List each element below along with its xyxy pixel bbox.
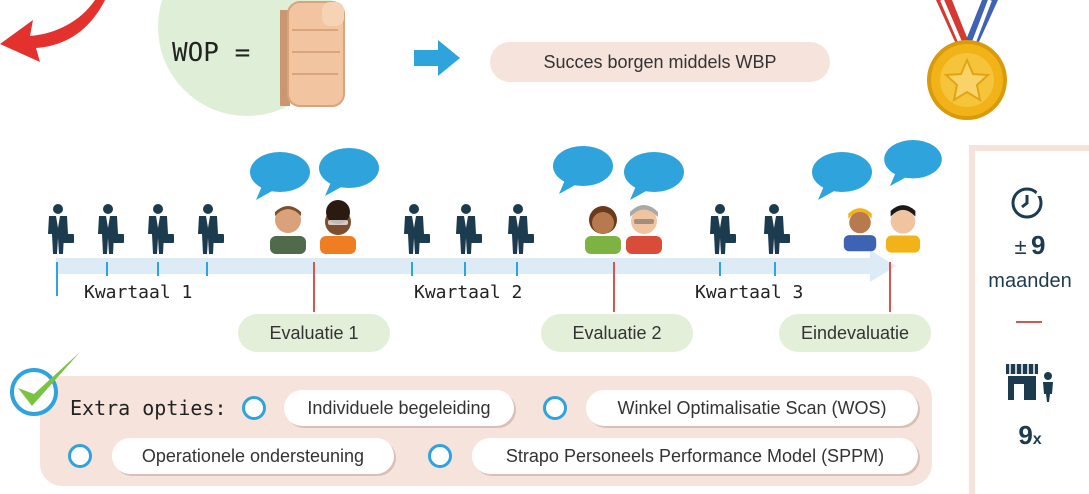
goal-label: Succes borgen middels WBP bbox=[543, 51, 777, 72]
businessman-icon bbox=[148, 204, 174, 254]
option-label: Operationele ondersteuning bbox=[141, 445, 365, 466]
option-radio[interactable] bbox=[242, 396, 266, 420]
person-avatar-icon bbox=[270, 206, 306, 254]
quarter-tick bbox=[206, 262, 208, 276]
evaluation-label: Evaluatie 2 bbox=[572, 322, 662, 343]
evaluation-marker bbox=[313, 262, 315, 312]
duration-number: 9 bbox=[1031, 230, 1046, 260]
evaluation-pill: Evaluatie 1 bbox=[238, 314, 390, 352]
store-icon bbox=[1006, 364, 1053, 402]
person-avatar-icon bbox=[585, 206, 621, 254]
timeline-arrowhead bbox=[870, 250, 896, 282]
blue-arrow-icon bbox=[414, 40, 460, 76]
evaluation-label: Eindevaluatie bbox=[800, 322, 910, 343]
option-label: Winkel Optimalisatie Scan (WOS) bbox=[617, 397, 887, 418]
side-panel bbox=[969, 145, 1089, 494]
option-label: Individuele begeleiding bbox=[307, 397, 491, 418]
person-avatar-icon bbox=[320, 200, 356, 254]
businessman-icon bbox=[404, 204, 430, 254]
speech-bubble-icon bbox=[250, 152, 310, 200]
duration-prefix: ± bbox=[1014, 234, 1027, 259]
store-count: 9x bbox=[1000, 420, 1060, 451]
equation-label: WOP = bbox=[172, 38, 251, 68]
quarter-tick bbox=[464, 262, 466, 276]
option-radio[interactable] bbox=[428, 444, 452, 468]
count-number: 9 bbox=[1018, 420, 1033, 450]
clock-icon bbox=[1011, 187, 1043, 219]
check-icon bbox=[10, 352, 80, 416]
option-wos[interactable]: Winkel Optimalisatie Scan (WOS) bbox=[586, 390, 918, 426]
evaluation-label: Evaluatie 1 bbox=[269, 322, 359, 343]
person-avatar-icon bbox=[843, 208, 877, 252]
option-radio[interactable] bbox=[543, 396, 567, 420]
quarter-tick bbox=[56, 262, 58, 296]
quarter-tick bbox=[719, 262, 721, 276]
option-sppm[interactable]: Strapo Personeels Performance Model (SPP… bbox=[472, 438, 918, 474]
quarter-label: Kwartaal 2 bbox=[414, 282, 523, 303]
option-individuele-begeleiding[interactable]: Individuele begeleiding bbox=[284, 390, 514, 426]
person-avatar-icon bbox=[885, 205, 921, 253]
speech-bubble-icon bbox=[812, 152, 872, 200]
goal-pill: Succes borgen middels WBP bbox=[490, 42, 830, 82]
medal-icon bbox=[927, 0, 1007, 120]
evaluation-marker bbox=[613, 262, 615, 312]
businessman-icon bbox=[198, 204, 224, 254]
quarter-tick bbox=[774, 262, 776, 276]
speech-bubble-icon bbox=[884, 140, 942, 187]
thumbs-up-icon bbox=[280, 1, 345, 107]
businessman-icon bbox=[710, 204, 736, 254]
extras-title: Extra opties: bbox=[70, 396, 227, 420]
quarter-tick bbox=[157, 262, 159, 276]
quarter-label: Kwartaal 3 bbox=[695, 282, 804, 303]
businessman-icon bbox=[98, 204, 124, 254]
quarter-tick bbox=[411, 262, 413, 276]
evaluation-marker bbox=[889, 262, 891, 312]
businessman-icon bbox=[48, 204, 74, 254]
count-suffix: x bbox=[1032, 431, 1042, 448]
duration-value: ± 9 bbox=[1000, 230, 1060, 261]
businessman-icon bbox=[456, 204, 482, 254]
quarter-tick bbox=[516, 262, 518, 276]
businessman-icon bbox=[508, 204, 534, 254]
quarter-label: Kwartaal 1 bbox=[84, 282, 193, 303]
speech-bubble-icon bbox=[624, 152, 684, 200]
option-label: Strapo Personeels Performance Model (SPP… bbox=[505, 445, 885, 466]
speech-bubble-icon bbox=[319, 148, 379, 196]
red-arrow-icon bbox=[0, 0, 105, 62]
evaluation-pill: Evaluatie 2 bbox=[541, 314, 693, 352]
businessman-icon bbox=[764, 204, 790, 254]
divider bbox=[1016, 321, 1042, 323]
option-radio[interactable] bbox=[68, 444, 92, 468]
quarter-tick bbox=[106, 262, 108, 276]
evaluation-pill: Eindevaluatie bbox=[779, 314, 931, 352]
option-operationele-ondersteuning[interactable]: Operationele ondersteuning bbox=[112, 438, 394, 474]
timeline-bar bbox=[56, 258, 876, 274]
person-avatar-icon bbox=[626, 205, 662, 254]
speech-bubble-icon bbox=[553, 146, 613, 194]
duration-unit: maanden bbox=[988, 270, 1072, 292]
